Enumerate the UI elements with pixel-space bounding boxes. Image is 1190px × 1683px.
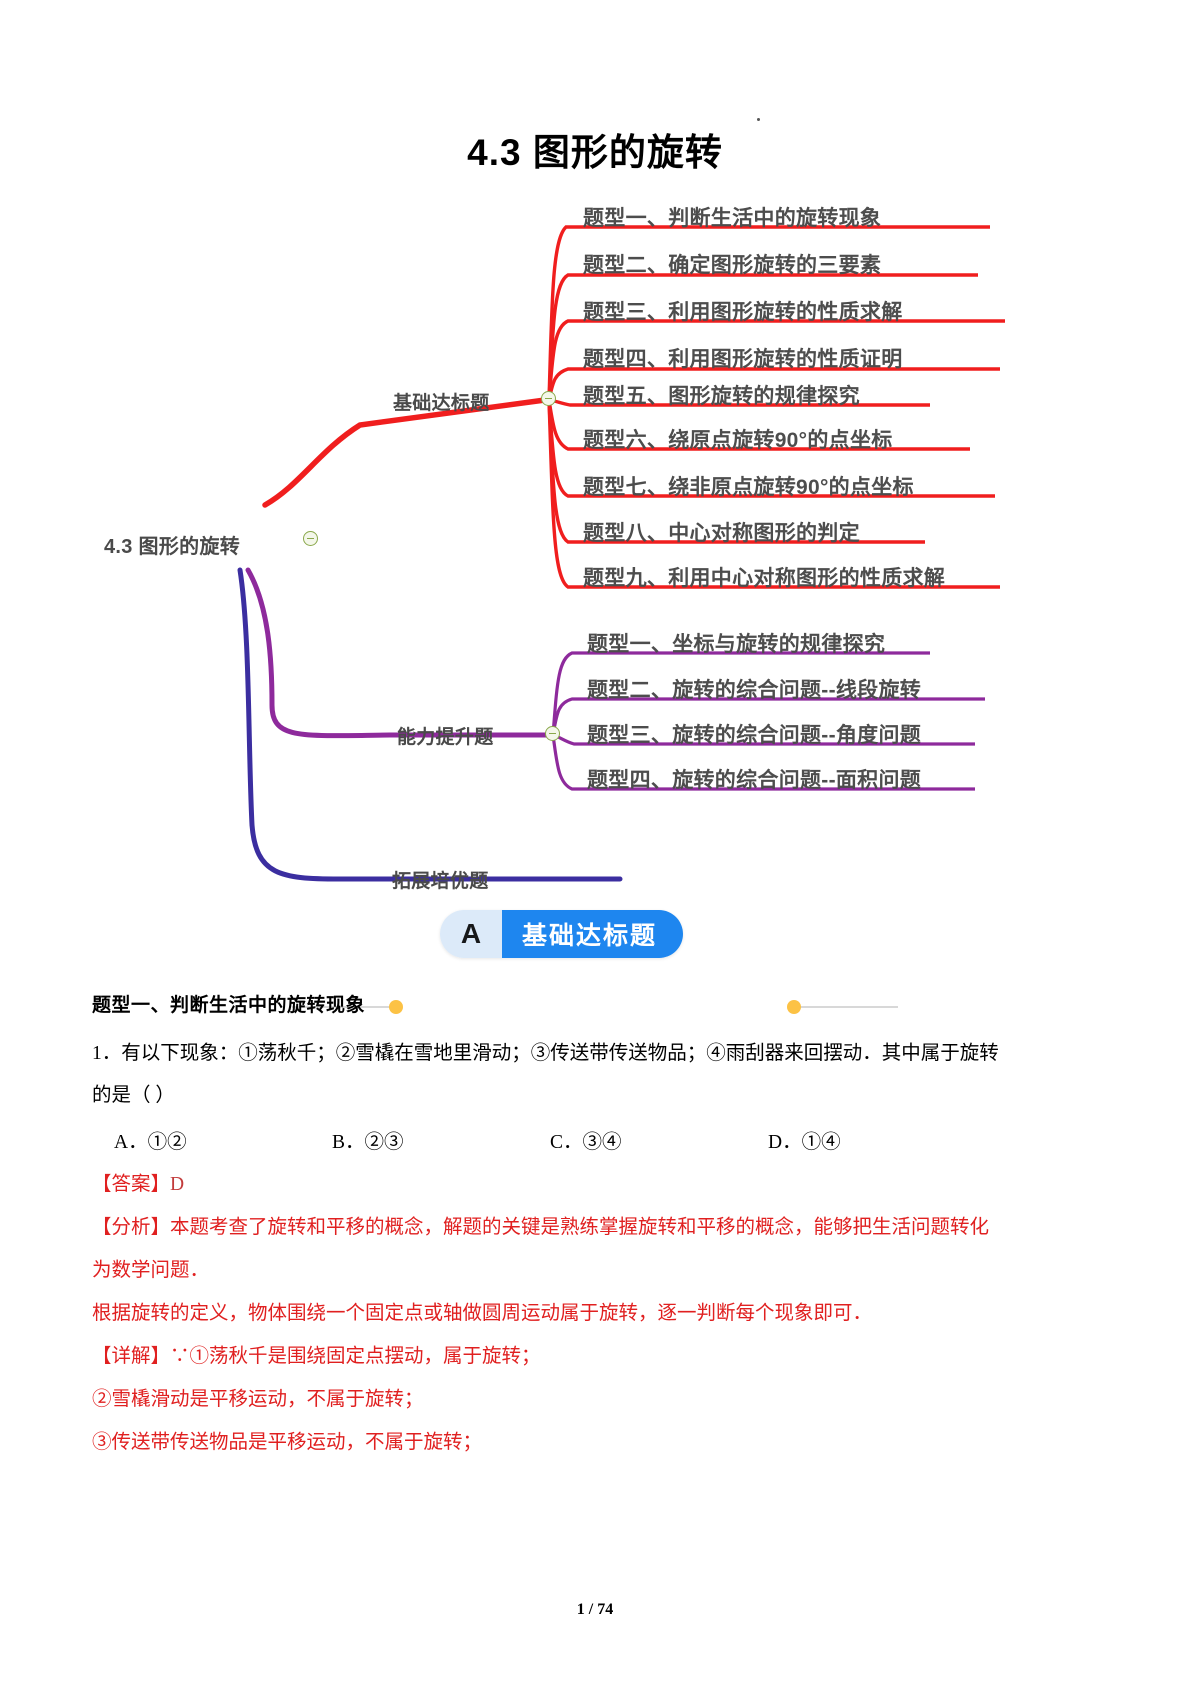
mindmap-root-label: 4.3 图形的旋转	[104, 536, 241, 558]
leaf-basic-6: 题型六、绕原点旋转90°的点坐标	[583, 429, 893, 452]
analysis-row-1: 【分析】本题考查了旋转和平移的概念，解题的关键是熟练掌握旋转和平移的概念，能够把…	[92, 1206, 1098, 1249]
mindmap: 4.3 图形的旋转 基础达标题 能力提升题 拓展培优题 题型一、判断生活中的旋转…	[0, 185, 1190, 975]
leaf-basic-8: 题型八、中心对称图形的判定	[583, 522, 860, 545]
detail-label: 【详解】	[92, 1346, 171, 1367]
leaf-basic-7: 题型七、绕非原点旋转90°的点坐标	[583, 476, 914, 499]
branch-collapse-icon-advanced[interactable]	[545, 726, 560, 741]
title-marker-dot	[757, 118, 760, 121]
detail-row-1: 【详解】∵①荡秋千是围绕固定点摆动，属于旋转；	[92, 1335, 1098, 1378]
leaf-basic-4: 题型四、利用图形旋转的性质证明	[583, 348, 903, 371]
leaf-advanced-4: 题型四、旋转的综合问题--面积问题	[587, 769, 922, 792]
detail-row-3: ③传送带传送物品是平移运动，不属于旋转；	[92, 1432, 483, 1453]
option-c[interactable]: C．③④	[550, 1132, 622, 1153]
analysis-row-2: 为数学问题．	[92, 1260, 210, 1281]
badge-line-left	[292, 1006, 397, 1008]
question-content: 题型一、判断生活中的旋转现象 1．有以下现象：①荡秋千；②雪橇在雪地里滑动；③传…	[92, 990, 1098, 1464]
badge-letter: A	[440, 910, 502, 958]
leaf-basic-1: 题型一、判断生活中的旋转现象	[583, 207, 882, 230]
leaf-advanced-2: 题型二、旋转的综合问题--线段旋转	[587, 679, 922, 702]
question-line-1: 1．有以下现象：①荡秋千；②雪橇在雪地里滑动；③传送带传送物品；④雨刮器来回摆动…	[92, 1043, 999, 1064]
leaf-basic-5: 题型五、图形旋转的规律探究	[583, 385, 860, 408]
leaf-basic-2: 题型二、确定图形旋转的三要素	[583, 254, 882, 277]
branch-label-expansion: 拓展培优题	[392, 871, 489, 892]
leaf-basic-3: 题型三、利用图形旋转的性质求解	[583, 301, 903, 324]
analysis-text-1: 本题考查了旋转和平移的概念，解题的关键是熟练掌握旋转和平移的概念，能够把生活问题…	[170, 1217, 990, 1238]
badge-dot-left	[389, 1000, 403, 1014]
option-d[interactable]: D．①④	[768, 1132, 841, 1153]
analysis-row-3: 根据旋转的定义，物体围绕一个固定点或轴做圆周运动属于旋转，逐一判断每个现象即可．	[92, 1303, 873, 1324]
question-line-2: 的是（ ）	[92, 1085, 175, 1106]
leaf-advanced-1: 题型一、坐标与旋转的规律探究	[587, 633, 886, 656]
detail-row-2: ②雪橇滑动是平移运动，不属于旋转；	[92, 1389, 424, 1410]
badge-label: 基础达标题	[502, 910, 684, 958]
answer-options: A．①② B．②③ C．③④ D．①④	[92, 1123, 1098, 1163]
root-collapse-icon[interactable]	[303, 531, 318, 546]
leaf-advanced-3: 题型三、旋转的综合问题--角度问题	[587, 724, 922, 747]
question-type-heading: 题型一、判断生活中的旋转现象	[92, 995, 366, 1016]
badge-line-right	[793, 1006, 898, 1008]
badge-dot-right	[787, 1000, 801, 1014]
branch-label-basic: 基础达标题	[393, 393, 490, 414]
branch-collapse-icon-basic[interactable]	[541, 391, 556, 406]
answer-row: 【答案】D	[92, 1163, 1098, 1206]
option-a[interactable]: A．①②	[114, 1132, 187, 1153]
section-badge-row	[0, 975, 1190, 1035]
analysis-label: 【分析】	[92, 1217, 171, 1238]
section-badge: A 基础达标题	[440, 910, 684, 958]
branch-label-advanced: 能力提升题	[397, 727, 494, 748]
answer-value: D	[170, 1174, 185, 1195]
option-b[interactable]: B．②③	[332, 1132, 404, 1153]
leaf-basic-9: 题型九、利用中心对称图形的性质求解	[583, 567, 946, 590]
answer-label: 【答案】	[92, 1174, 171, 1195]
page-title: 4.3 图形的旋转	[467, 132, 723, 173]
detail-text-1: ∵①荡秋千是围绕固定点摆动，属于旋转；	[170, 1346, 541, 1367]
page-footer: 1 / 74	[576, 1601, 614, 1618]
